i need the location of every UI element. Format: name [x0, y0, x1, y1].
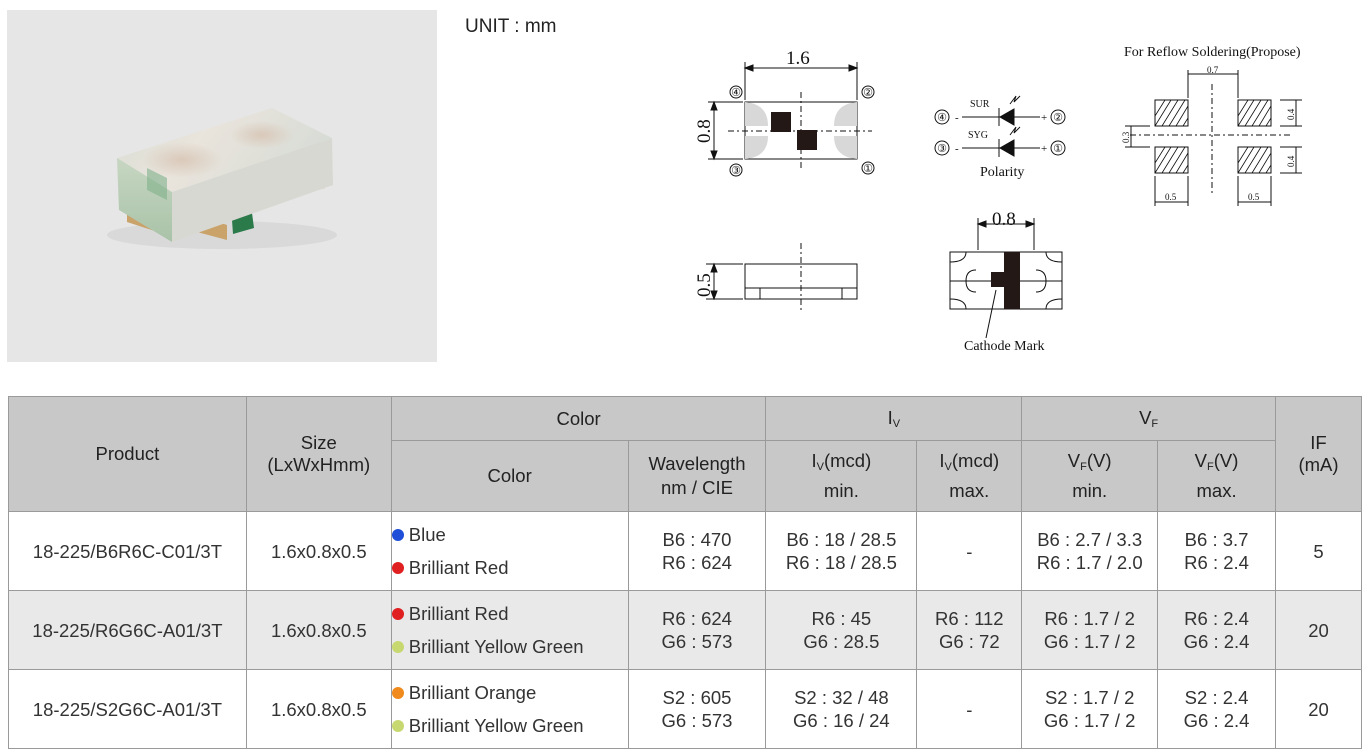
top-view-drawing: [708, 62, 875, 177]
color-dot: [391, 640, 404, 653]
cell-color: Brilliant Red Brilliant Yellow Green: [390, 590, 629, 670]
minus-sign-2: -: [955, 143, 959, 155]
header-vf-min: VF(V)min.: [1021, 440, 1159, 512]
cell-product: 18-225/B6R6C-C01/3T: [8, 511, 247, 591]
header-size: Size(LxWxHmm): [245, 396, 392, 512]
header-vf-max: VF(V)max.: [1157, 440, 1276, 512]
cell-if: 5: [1275, 511, 1362, 591]
bottom-width-dim: 0.8: [992, 209, 1016, 230]
pin-1-label: ①: [863, 163, 873, 175]
cell-product: 18-225/S2G6C-A01/3T: [8, 669, 247, 749]
polarity-pin-4: ④: [937, 112, 947, 124]
pin-2-label: ②: [863, 87, 873, 99]
polarity-diagram: [934, 95, 1066, 157]
cathode-mark-label: Cathode Mark: [964, 339, 1044, 354]
reflow-pad-drawing: [1125, 70, 1302, 206]
unit-label: UNIT : mm: [465, 16, 557, 37]
side-height-dim: 0.5: [694, 273, 715, 297]
cell-size: 1.6x0.8x0.5: [245, 669, 392, 749]
led-package-image: [107, 108, 337, 249]
cell-if: 20: [1275, 590, 1362, 670]
polarity-label: Polarity: [980, 165, 1024, 180]
polarity-pin-3: ③: [937, 143, 947, 155]
polarity-pin-2: ②: [1053, 112, 1063, 124]
table-row: 18-225/S2G6C-A01/3T 1.6x0.8x0.5 Brillian…: [8, 669, 1362, 749]
header-color: Color: [390, 440, 629, 512]
cell-size: 1.6x0.8x0.5: [245, 511, 392, 591]
cell-size: 1.6x0.8x0.5: [245, 590, 392, 670]
color-dot: [391, 561, 404, 574]
header-color-group: Color: [390, 396, 767, 441]
color-dot: [391, 719, 404, 732]
reflow-spacing-dim: 0.3: [1121, 131, 1131, 143]
color-dot: [391, 528, 404, 541]
pin-4-label: ④: [731, 87, 741, 99]
plus-sign-1: +: [1041, 112, 1047, 124]
header-iv-max: IV(mcd)max.: [916, 440, 1023, 512]
header-iv-group: IV: [765, 396, 1023, 441]
pin-3-label: ③: [731, 165, 741, 177]
chip-sur-label: SUR: [970, 99, 990, 110]
dimension-drawings: 1.6 0.8 ④ ② ③ ① ④ ② ③ ① - - + + SUR SYG …: [694, 45, 1302, 354]
cell-if: 20: [1275, 669, 1362, 749]
color-dot: [391, 686, 404, 699]
reflow-pad-height-2: 0.4: [1286, 155, 1296, 167]
reflow-pad-height-1: 0.4: [1286, 108, 1296, 120]
header-vf-group: VF: [1021, 396, 1276, 441]
table-row: 18-225/B6R6C-C01/3T 1.6x0.8x0.5 Blue Bri…: [8, 511, 1362, 591]
product-photo: [7, 10, 437, 362]
color-dot: [391, 607, 404, 620]
bottom-view-drawing: [949, 218, 1063, 339]
reflow-title: For Reflow Soldering(Propose): [1124, 45, 1301, 60]
side-view-drawing: [706, 243, 858, 310]
cell-color: Brilliant Orange Brilliant Yellow Green: [390, 669, 629, 749]
spec-table: Product Size(LxWxHmm) Color IV VF IF(mA)…: [8, 396, 1362, 749]
reflow-gap-dim: 0.7: [1207, 65, 1219, 75]
table-row: 18-225/R6G6C-A01/3T 1.6x0.8x0.5 Brillian…: [8, 590, 1362, 670]
cell-color: Blue Brilliant Red: [390, 511, 629, 591]
cell-product: 18-225/R6G6C-A01/3T: [8, 590, 247, 670]
plus-sign-2: +: [1041, 143, 1047, 155]
header-iv-min: IV(mcd)min.: [765, 440, 918, 512]
reflow-pad-width-1: 0.5: [1165, 192, 1177, 202]
top-width-dim: 0.8: [694, 119, 715, 143]
cell-iv-max: -: [916, 669, 1023, 749]
cell-iv-max: -: [916, 511, 1023, 591]
minus-sign-1: -: [955, 112, 959, 124]
pad-hatching: [1154, 99, 1272, 174]
reflow-pad-width-2: 0.5: [1248, 192, 1260, 202]
chip-syg-label: SYG: [968, 130, 988, 141]
header-product: Product: [8, 396, 247, 512]
header-if: IF(mA): [1275, 396, 1362, 512]
polarity-pin-1: ①: [1053, 143, 1063, 155]
top-length-dim: 1.6: [786, 48, 810, 69]
